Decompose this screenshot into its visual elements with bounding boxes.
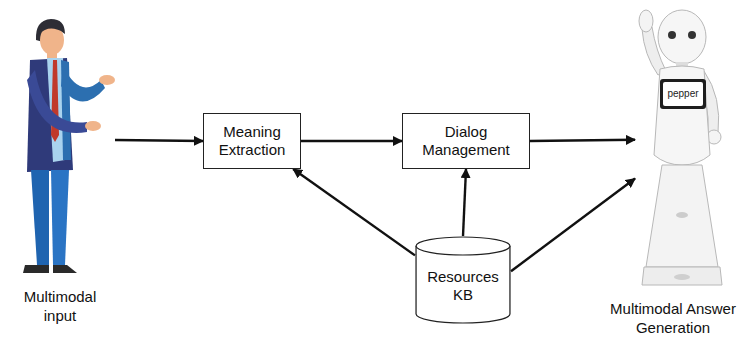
flow-arrow xyxy=(463,169,466,236)
robot-node: Multimodal Answer Generation pepper xyxy=(600,5,746,342)
flow-arrow xyxy=(511,179,635,272)
tablet-label: pepper xyxy=(663,88,703,100)
database-label: Resources KB xyxy=(422,268,504,304)
node-caption: Multimodal input xyxy=(10,287,110,325)
person-node: Multimodal input xyxy=(5,10,115,335)
flow-arrow xyxy=(115,140,203,141)
box-label: Dialog Management xyxy=(409,123,523,159)
process-box: Meaning Extraction xyxy=(203,113,301,169)
database-node: Resources KB xyxy=(415,236,511,324)
box-label: Meaning Extraction xyxy=(210,123,294,159)
flow-arrow xyxy=(530,140,635,141)
robot-illustration xyxy=(600,5,746,295)
person-illustration xyxy=(5,10,125,285)
process-box: Dialog Management xyxy=(402,113,530,169)
flow-arrow xyxy=(301,140,402,142)
flow-arrow xyxy=(293,169,415,255)
node-caption: Multimodal Answer Generation xyxy=(608,299,739,337)
